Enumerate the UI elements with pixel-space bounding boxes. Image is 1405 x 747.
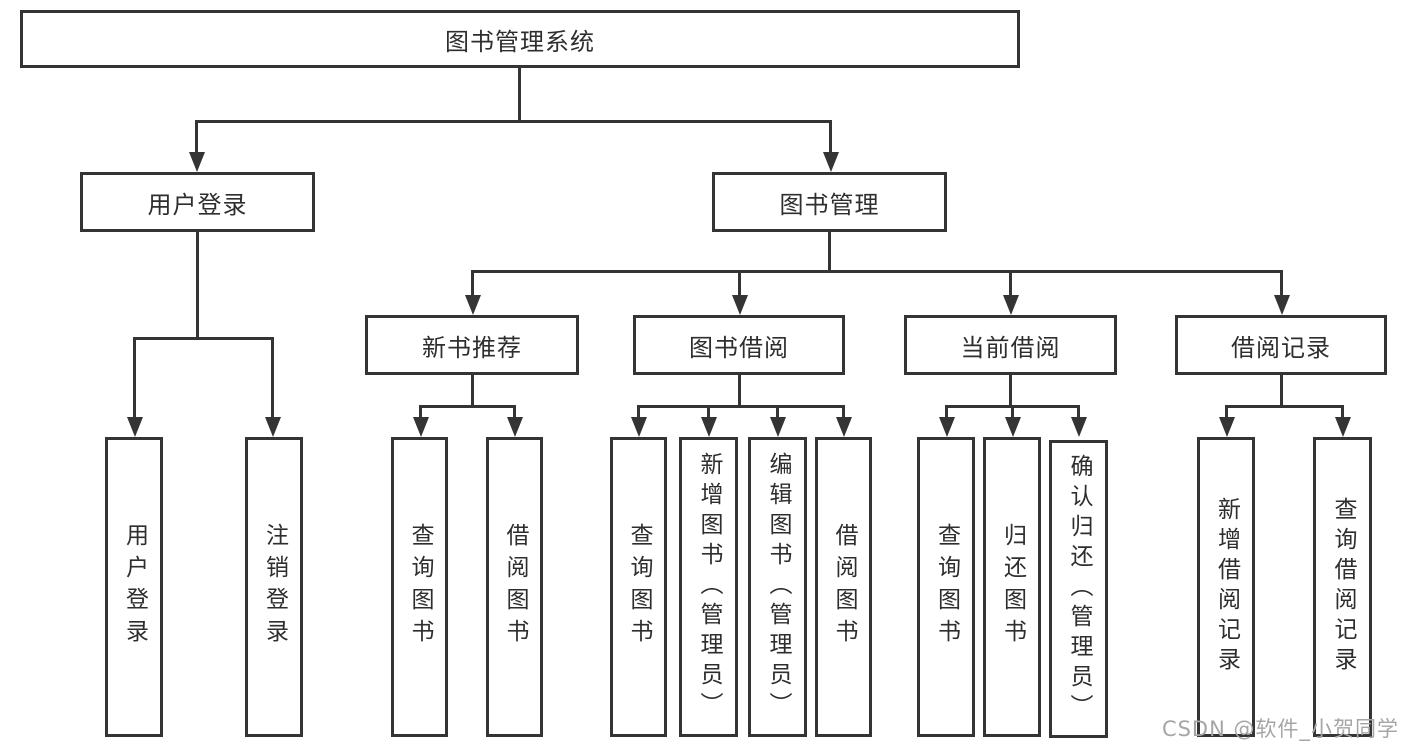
- arrowhead-icon: [1219, 417, 1235, 437]
- leaf-borrow-books-recommend: 借阅图书: [486, 437, 543, 737]
- connector-line: [829, 120, 832, 156]
- leaf-edit-book-admin: 编辑图书（管理员）: [748, 437, 807, 737]
- connector-line: [1341, 405, 1344, 421]
- connector-line: [1280, 375, 1283, 408]
- leaf-label: 借阅图书: [502, 523, 528, 651]
- connector-line: [195, 120, 832, 123]
- node-label: 新书推荐: [422, 333, 522, 362]
- node-label: 图书管理系统: [445, 27, 595, 56]
- node-label: 图书管理: [779, 190, 880, 219]
- connector-line: [776, 405, 779, 421]
- connector-line: [471, 270, 474, 299]
- connector-line: [828, 232, 831, 272]
- node-label: 用户登录: [147, 190, 248, 219]
- leaf-label: 确认归还（管理员）: [1066, 454, 1092, 724]
- connector-line: [1011, 405, 1014, 421]
- node-library-management-system: 图书管理系统: [20, 10, 1020, 68]
- connector-line: [271, 337, 274, 421]
- leaf-label: 新增图书（管理员）: [696, 452, 722, 722]
- leaf-label: 查询借阅记录: [1330, 497, 1356, 677]
- leaf-label: 编辑图书（管理员）: [765, 452, 791, 722]
- arrowhead-icon: [1335, 417, 1351, 437]
- leaf-logout: 注销登录: [245, 437, 303, 737]
- arrowhead-icon: [1274, 295, 1290, 315]
- connector-line: [842, 405, 845, 421]
- leaf-borrow-books: 借阅图书: [815, 437, 872, 737]
- connector-line: [513, 405, 516, 421]
- arrowhead-icon: [823, 152, 839, 172]
- arrowhead-icon: [127, 417, 143, 437]
- node-label: 图书借阅: [689, 333, 789, 362]
- arrowhead-icon: [939, 417, 955, 437]
- arrowhead-icon: [770, 417, 786, 437]
- node-label: 借阅记录: [1231, 333, 1331, 362]
- leaf-query-books-borrow: 查询图书: [610, 437, 667, 737]
- node-book-management: 图书管理: [712, 172, 947, 232]
- connector-line: [518, 68, 521, 123]
- leaf-query-borrow-record: 查询借阅记录: [1313, 437, 1372, 737]
- connector-line: [419, 405, 422, 421]
- leaf-confirm-return-admin: 确认归还（管理员）: [1049, 440, 1108, 738]
- node-current-borrow: 当前借阅: [904, 315, 1117, 375]
- connector-line: [1280, 270, 1283, 299]
- node-borrow-records: 借阅记录: [1175, 315, 1387, 375]
- connector-line: [1009, 270, 1012, 299]
- leaf-label: 归还图书: [999, 523, 1026, 651]
- arrowhead-icon: [732, 295, 748, 315]
- node-book-borrow: 图书借阅: [633, 315, 845, 375]
- arrowhead-icon: [1003, 295, 1019, 315]
- leaf-add-borrow-record: 新增借阅记录: [1197, 437, 1255, 737]
- connector-line: [1009, 375, 1012, 408]
- leaf-label: 注销登录: [261, 523, 288, 651]
- arrowhead-icon: [701, 417, 717, 437]
- leaf-label: 查询图书: [407, 523, 433, 651]
- node-new-book-recommend: 新书推荐: [365, 315, 579, 375]
- connector-line: [637, 405, 640, 421]
- leaf-return-books: 归还图书: [983, 437, 1041, 737]
- arrowhead-icon: [1071, 417, 1087, 437]
- node-label: 当前借阅: [960, 333, 1061, 362]
- connector-line: [471, 270, 1282, 273]
- leaf-query-books-current: 查询图书: [917, 437, 975, 737]
- arrowhead-icon: [189, 152, 205, 172]
- leaf-user-login: 用户登录: [105, 437, 163, 737]
- connector-line: [196, 232, 199, 340]
- arrowhead-icon: [1005, 417, 1021, 437]
- arrowhead-icon: [836, 417, 852, 437]
- arrowhead-icon: [631, 417, 647, 437]
- leaf-label: 查询图书: [626, 523, 652, 651]
- connector-line: [133, 337, 136, 421]
- leaf-label: 查询图书: [933, 523, 960, 651]
- connector-line: [637, 405, 845, 408]
- connector-line: [471, 375, 474, 408]
- csdn-watermark: CSDN @软件_小贺同学: [1161, 717, 1399, 741]
- node-user-login: 用户登录: [80, 172, 315, 232]
- arrowhead-icon: [507, 417, 523, 437]
- connector-line: [195, 120, 198, 156]
- connector-line: [738, 375, 741, 408]
- leaf-query-books-recommend: 查询图书: [391, 437, 448, 737]
- connector-line: [133, 337, 274, 340]
- arrowhead-icon: [265, 417, 281, 437]
- connector-line: [738, 270, 741, 299]
- connector-line: [945, 405, 948, 421]
- leaf-label: 新增借阅记录: [1213, 497, 1240, 677]
- arrowhead-icon: [413, 417, 429, 437]
- connector-line: [1077, 405, 1080, 421]
- arrowhead-icon: [465, 295, 481, 315]
- leaf-label: 借阅图书: [831, 523, 857, 651]
- connector-line: [1225, 405, 1343, 408]
- leaf-label: 用户登录: [121, 523, 148, 651]
- connector-line: [1225, 405, 1228, 421]
- connector-line: [707, 405, 710, 421]
- connector-line: [419, 405, 516, 408]
- leaf-add-book-admin: 新增图书（管理员）: [679, 437, 738, 737]
